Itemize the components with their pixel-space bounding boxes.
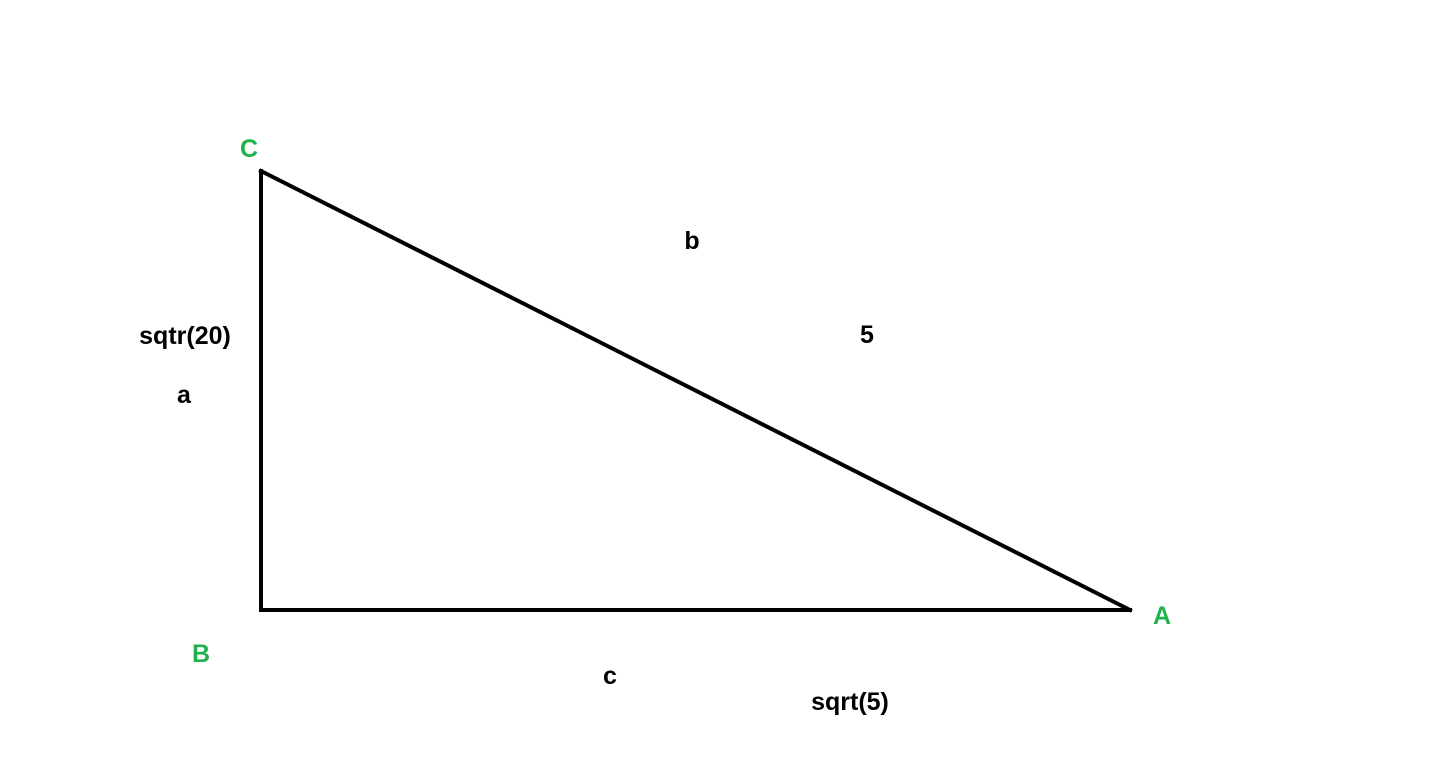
vertex-b-label: B [192,640,210,668]
side-b-name-label: b [684,227,699,255]
side-a-length-label: sqtr(20) [139,322,231,350]
side-b-length-label: 5 [860,321,874,349]
side-c-name-label: c [603,662,617,690]
vertex-a-label: A [1153,602,1171,630]
side-c-length-label: sqrt(5) [811,688,889,716]
side-a-name-label: a [177,381,192,409]
side-b-edge [258,168,1133,613]
vertex-c-label: C [240,135,258,163]
